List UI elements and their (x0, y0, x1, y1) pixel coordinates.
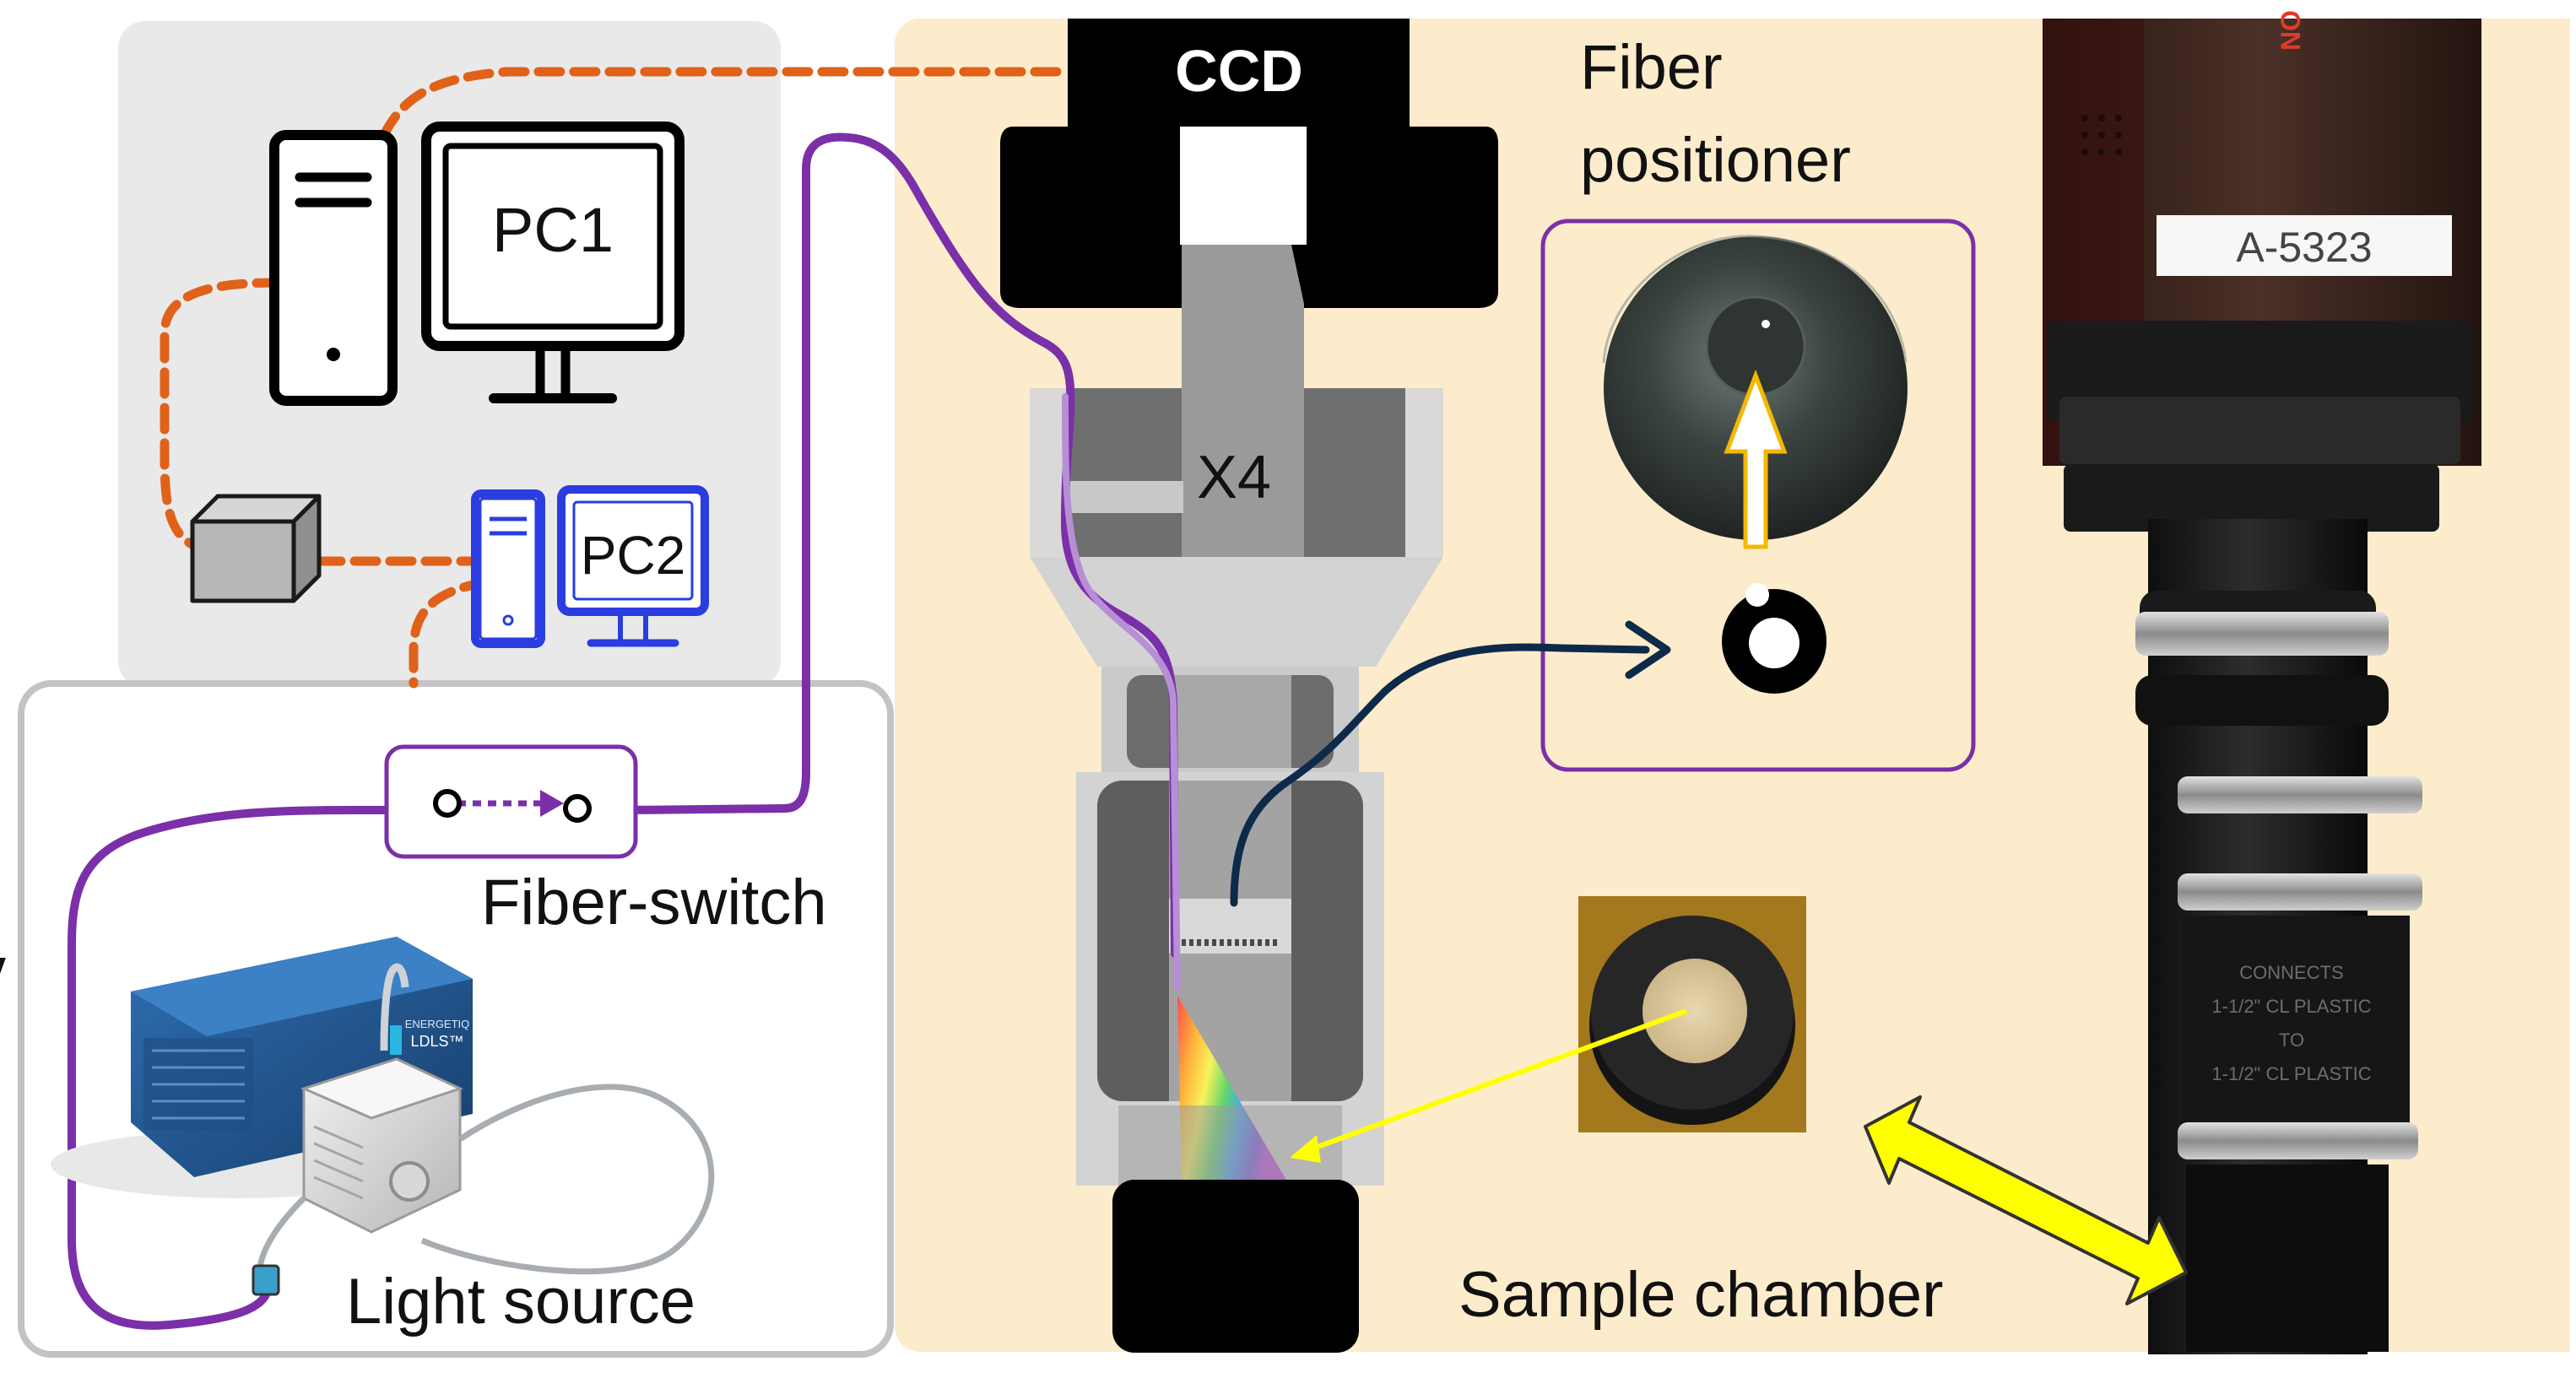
data-cables (160, 67, 1073, 689)
fiber-switch: Fiber-switch (384, 744, 827, 938)
interface-box (190, 494, 322, 603)
coupler-text-line4: 1-1/2" CL PLASTIC (2211, 1063, 2371, 1084)
optical-fiber (68, 132, 1181, 1330)
sample-arrow (1302, 1008, 1688, 1154)
light-source: ENERGETIQ LDLS™ Light source (0, 937, 715, 1337)
lift-arrow (1724, 369, 1788, 549)
coupler-text-line2: 1-1/2" CL PLASTIC (2211, 996, 2371, 1017)
coupler-text-line1: CONNECTS (2239, 962, 2343, 983)
fiber-positioner-label-line2: positioner (1580, 125, 1851, 195)
pc2-monitor (557, 485, 709, 616)
cable-pc1-ccd (379, 67, 1073, 140)
fiber-positioner: Fiber positioner (1230, 32, 1976, 907)
light-source-label: Light source (346, 1266, 695, 1337)
coupler-text-line3: TO (2279, 1029, 2304, 1051)
ccd-label: CCD (1175, 38, 1303, 104)
fiber-to-source (68, 806, 452, 1330)
sample-holder-cap (1112, 1180, 1359, 1353)
sample-chamber-label: Sample chamber (1458, 1259, 1944, 1331)
sample-chamber: Sample chamber (1290, 896, 1944, 1331)
hose-clamp-4 (2178, 1122, 2418, 1159)
sample-insert-arrow (1864, 1095, 2188, 1305)
pc2-tower (471, 489, 545, 648)
positioner-arrow (1230, 643, 1650, 907)
camera-photo: NO A-5323 CONNECTS 1-1/2" CL PLASTIC TO … (2038, 10, 2570, 1354)
hose-clamp-1 (2135, 612, 2389, 656)
fiber-lower-inside (1062, 393, 1181, 991)
pc1: PC1 (269, 122, 685, 406)
ccd-camera (1068, 19, 1410, 127)
cable-pc2-down (409, 577, 490, 689)
camera-brand-fragment: NO (2276, 10, 2306, 51)
pc2: PC2 (471, 485, 709, 648)
ldls-model: LDLS™ (410, 1033, 463, 1050)
pc1-label: PC1 (492, 195, 614, 265)
magnification-label: X4 (1197, 444, 1271, 511)
cable-pc1-box (160, 278, 284, 554)
fiber-positioner-label-line1: Fiber (1580, 32, 1723, 102)
pc2-label: PC2 (581, 525, 686, 586)
hose-clamp-2 (2178, 776, 2422, 813)
optical-setup: CCD X4 (1000, 19, 1498, 1353)
fiber-switch-label: Fiber-switch (481, 867, 827, 938)
camera-tag: A-5323 (2236, 224, 2372, 271)
ldls-brand: ENERGETIQ (405, 1018, 470, 1030)
hose-clamp-3 (2178, 873, 2422, 911)
